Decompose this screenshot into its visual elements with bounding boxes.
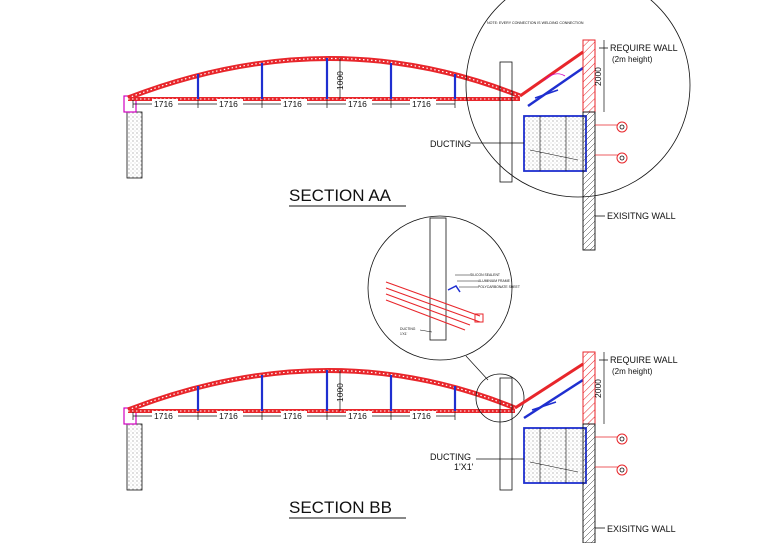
- ducting-box: [523, 427, 587, 484]
- span-dimensions: 1716 1716 1716 1716 1716: [152, 99, 436, 109]
- silicon-sealant-label: SILICON SEALENT: [470, 273, 500, 277]
- support-column: [499, 61, 513, 183]
- bay-dimension: 1716: [283, 411, 302, 421]
- ducting-label: DUCTING: [430, 139, 471, 149]
- wall-height-dim: 2000: [593, 379, 603, 398]
- section-aa-title: SECTION AA: [289, 186, 392, 205]
- aluminium-frame-label: ALUMINIUM FRAME: [478, 279, 511, 283]
- existing-wall-label: EXISITNG WALL: [607, 211, 676, 221]
- require-wall-label: REQUIRE WALL: [610, 355, 678, 365]
- detail-circle-aa: [465, 0, 691, 198]
- rise-dimension: 1000: [335, 383, 345, 402]
- polycarbonate-label: POLYCARBONATE SHEET: [478, 285, 520, 289]
- bay-dimension: 1716: [348, 411, 367, 421]
- bay-dimension: 1716: [412, 411, 431, 421]
- wall-height-dim: 2000: [593, 67, 603, 86]
- bay-dimension: 1716: [283, 99, 302, 109]
- anchor-bolt: [616, 152, 628, 164]
- bay-dimension: 1716: [348, 99, 367, 109]
- section-bb-title: SECTION BB: [289, 498, 392, 517]
- left-pier: [126, 111, 143, 179]
- ducting-label: DUCTING: [430, 452, 471, 462]
- rise-dimension: 1000: [335, 71, 345, 90]
- existing-wall: [582, 111, 596, 251]
- require-wall-sub: (2m height): [612, 367, 653, 376]
- ducting-size-label: 1'X1': [454, 462, 474, 472]
- bay-dimension: 1716: [412, 99, 431, 109]
- arch-top-chord-hatch: [127, 57, 521, 99]
- bay-dimension: 1716: [219, 411, 238, 421]
- span-dimensions: 1716 1716 1716 1716 1716: [152, 411, 436, 421]
- existing-wall-label: EXISITNG WALL: [607, 524, 676, 534]
- support-column: [499, 377, 513, 491]
- section-bb: 1000 1716 1716 1716 1716 1716: [123, 351, 678, 543]
- detail-circle-bb: [367, 215, 513, 361]
- anchor-bolt: [616, 121, 628, 133]
- arch-top-chord: [127, 56, 521, 101]
- welding-note: NOTE: EVERY CONNECTION IS WELDING CONNEC…: [487, 21, 584, 25]
- left-pier: [126, 423, 143, 491]
- require-wall-sub: (2m height): [612, 55, 653, 64]
- vertical-posts: [196, 58, 457, 99]
- vertical-posts: [196, 370, 457, 411]
- ducting-detail-size: 1'X1': [400, 332, 408, 336]
- require-wall-label: REQUIRE WALL: [610, 43, 678, 53]
- ducting-detail-label: DUCTING: [400, 327, 416, 331]
- bay-dimension: 1716: [219, 99, 238, 109]
- ducting-box: [523, 115, 587, 172]
- bay-dimension: 1716: [154, 99, 173, 109]
- anchor-bolt: [616, 433, 628, 445]
- existing-wall: [582, 423, 596, 543]
- section-aa: 1000 1716 1716 1716 1716 1716 NOTE: EVER…: [123, 0, 691, 251]
- anchor-bolt: [616, 464, 628, 476]
- bay-dimension: 1716: [154, 411, 173, 421]
- detail-callout: SILICON SEALENT ALUMINIUM FRAME POLYCARB…: [367, 215, 520, 381]
